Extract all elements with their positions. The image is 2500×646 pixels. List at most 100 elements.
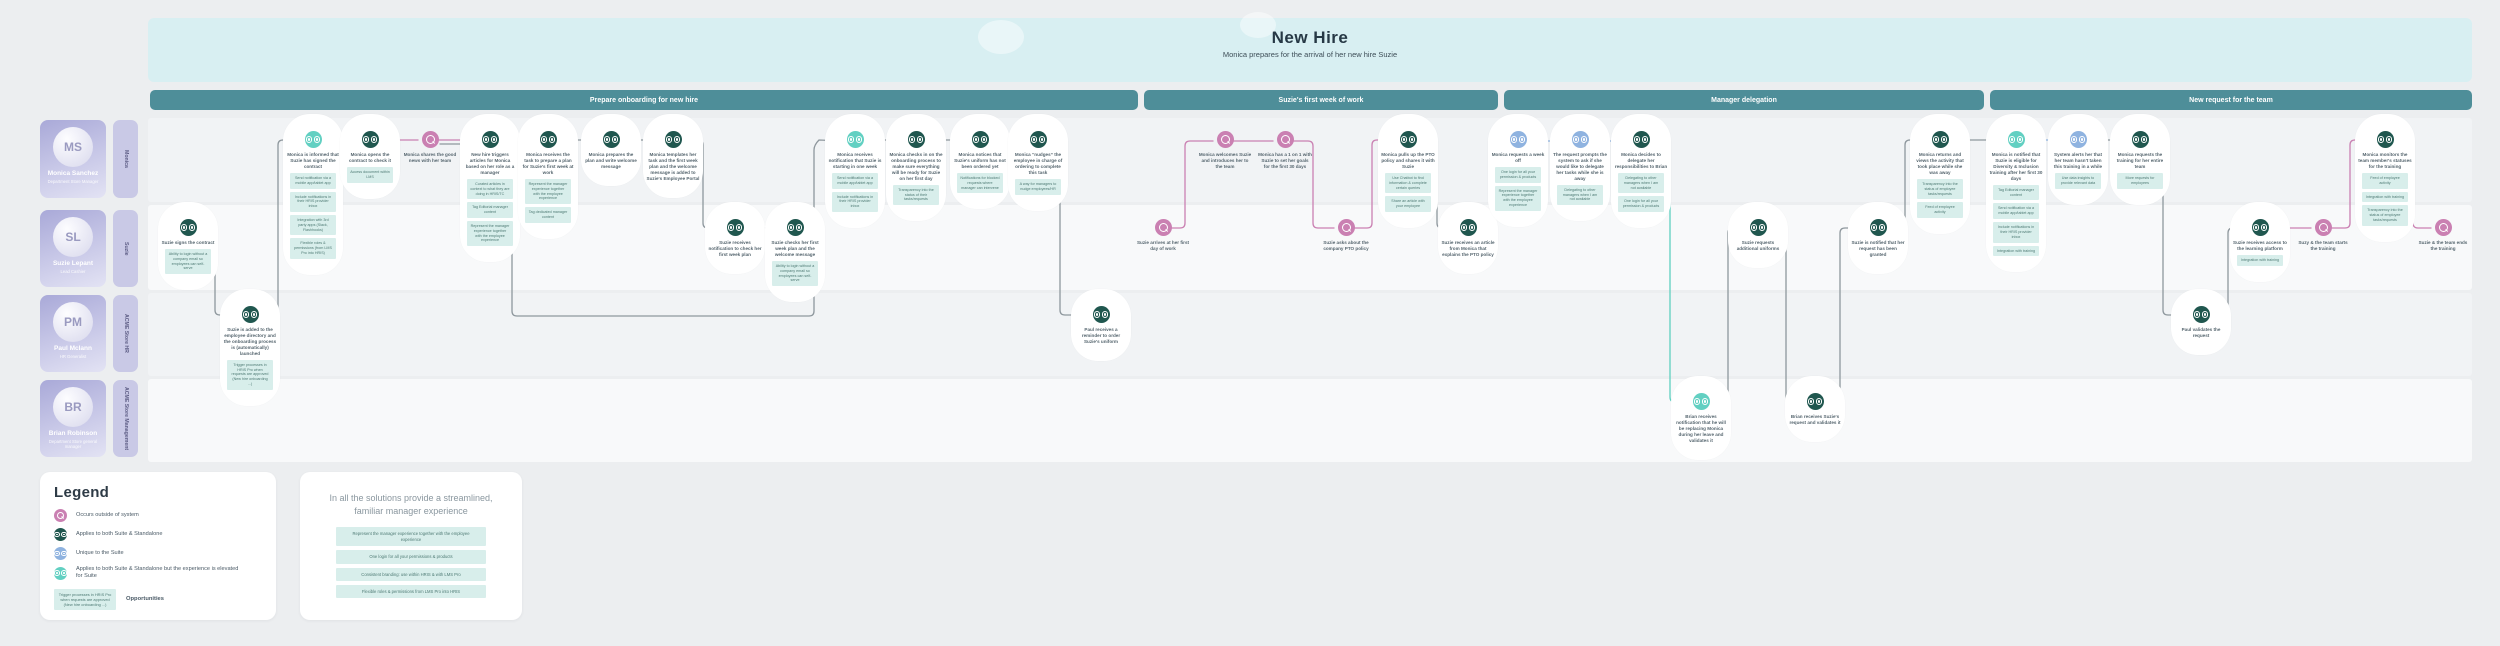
- node-marker[interactable]: [481, 131, 499, 148]
- node-marker[interactable]: [361, 131, 379, 148]
- opportunity-note[interactable]: Send notification via a mobile app/table…: [290, 172, 336, 189]
- opportunity-note[interactable]: Access document within LMS: [347, 166, 393, 183]
- journey-node-monica-task[interactable]: Monica receives the task to prepare a pl…: [518, 114, 578, 239]
- journey-node-monica-informed[interactable]: Monica is informed that Suzie has signed…: [283, 114, 343, 275]
- node-marker[interactable]: [1337, 219, 1355, 236]
- opportunity-note[interactable]: Use Chatbot to find information & comple…: [1385, 172, 1431, 194]
- journey-node-newhire-articles[interactable]: New hire triggers articles for Monica ba…: [460, 114, 520, 263]
- opportunity-note[interactable]: Tag Editorial manager content: [1993, 184, 2039, 201]
- node-marker[interactable]: [1749, 219, 1767, 236]
- node-marker[interactable]: [1632, 131, 1650, 148]
- journey-node-suzie-granted[interactable]: Suzie is notified that her request has b…: [1848, 202, 1908, 274]
- journey-node-monica-returns[interactable]: Monica returns and views the activity th…: [1910, 114, 1970, 234]
- opportunity-note[interactable]: Tag Editorial manager content: [467, 202, 513, 218]
- node-marker[interactable]: [726, 219, 744, 236]
- opportunity-note[interactable]: Notifications for blocked requests where…: [957, 172, 1003, 194]
- opportunity-note[interactable]: Feed of employee activity: [2362, 172, 2408, 189]
- opportunity-note[interactable]: Delegating to other managers when I am n…: [1557, 184, 1603, 206]
- node-marker[interactable]: [1571, 131, 1589, 148]
- opportunity-note[interactable]: Share an article with your employee: [1385, 196, 1431, 212]
- node-marker[interactable]: [1216, 131, 1234, 148]
- opportunity-note[interactable]: Integration with training: [2362, 191, 2408, 203]
- node-marker[interactable]: [2314, 219, 2332, 236]
- opportunity-note[interactable]: Transparency into the status of employee…: [2362, 205, 2408, 226]
- journey-node-team-starts[interactable]: Suzy & the team starts the training: [2293, 202, 2353, 252]
- insight-note[interactable]: Represent the manager experience togethe…: [336, 527, 486, 547]
- lane-label-pill[interactable]: Suzie: [113, 210, 138, 287]
- opportunity-note[interactable]: Send notification via a mobile app/table…: [1993, 203, 2039, 220]
- opportunity-note[interactable]: Ability to login without a company email…: [165, 248, 211, 275]
- node-marker[interactable]: [664, 131, 682, 148]
- phase-header[interactable]: Prepare onboarding for new hire: [150, 90, 1138, 110]
- journey-node-team-ends[interactable]: Suzie & the team ends the training: [2413, 202, 2473, 252]
- node-marker[interactable]: [1806, 393, 1824, 410]
- opportunity-note[interactable]: Curated articles in context to what they…: [467, 178, 513, 200]
- node-marker[interactable]: [2376, 131, 2394, 148]
- node-marker[interactable]: [971, 131, 989, 148]
- phase-header[interactable]: New request for the team: [1990, 90, 2472, 110]
- node-marker[interactable]: [907, 131, 925, 148]
- node-marker[interactable]: [1509, 131, 1527, 148]
- lane-label-pill[interactable]: ACME Store Management: [113, 380, 138, 457]
- node-marker[interactable]: [2192, 306, 2210, 323]
- opportunity-note[interactable]: Represent the manager experience togethe…: [467, 220, 513, 247]
- opportunity-note[interactable]: Ability to login without a company email…: [772, 260, 818, 287]
- opportunity-note[interactable]: Integration with training: [2237, 254, 2283, 266]
- opportunity-note[interactable]: One login for all your permission & prod…: [1618, 196, 1664, 212]
- node-marker[interactable]: [304, 131, 322, 148]
- journey-node-monica-di[interactable]: Monica is notified that Suzie is eligibl…: [1986, 114, 2046, 273]
- journey-node-brian-validates[interactable]: Brian receives Suzie's request and valid…: [1785, 376, 1845, 442]
- node-marker[interactable]: [179, 219, 197, 236]
- lane-label-pill[interactable]: Monica: [113, 120, 138, 198]
- journey-node-monica-nudges[interactable]: Monica “nudges” the employee in charge o…: [1008, 114, 1068, 211]
- node-marker[interactable]: [602, 131, 620, 148]
- insight-note[interactable]: Consistent branding: use within HRIS & w…: [336, 567, 486, 581]
- journey-node-system-alerts[interactable]: System alerts her that her team hasn't t…: [2048, 114, 2108, 205]
- node-marker[interactable]: [2251, 219, 2269, 236]
- opportunity-note[interactable]: Integration with 3rd party apps (Slack, …: [290, 214, 336, 236]
- opportunity-note[interactable]: Represent the manager experience togethe…: [525, 178, 571, 205]
- journey-node-monica-welcomes[interactable]: Monica welcomes Suzie and introduces her…: [1195, 114, 1255, 170]
- opportunity-note[interactable]: Integration with training: [1993, 245, 2039, 257]
- journey-node-suzie-access[interactable]: Suzie receives access to the learning pl…: [2230, 202, 2290, 282]
- node-marker[interactable]: [241, 306, 259, 323]
- node-marker[interactable]: [2131, 131, 2149, 148]
- journey-node-monica-notices[interactable]: Monica notices that Suzie's uniform has …: [950, 114, 1010, 210]
- node-marker[interactable]: [786, 219, 804, 236]
- journey-node-monica-pto[interactable]: Monica pulls up the PTO policy and share…: [1378, 114, 1438, 228]
- journey-node-monica-notif-week[interactable]: Monica receives notification that Suzie …: [825, 114, 885, 228]
- node-marker[interactable]: [2069, 131, 2087, 148]
- opportunity-note[interactable]: Flexible roles & permissions (from LMS P…: [290, 238, 336, 259]
- opportunity-note[interactable]: Include notifications in their HRIS prov…: [290, 191, 336, 212]
- opportunity-note[interactable]: A way for managers to nudge employees/HR: [1015, 178, 1061, 195]
- journey-node-suzie-uniforms[interactable]: Suzie requests additional uniforms: [1728, 202, 1788, 268]
- journey-node-monica-monitors[interactable]: Monica monitors the team member's status…: [2355, 114, 2415, 242]
- journey-node-suzie-notif-plan[interactable]: Suzie receives notification to check her…: [705, 202, 765, 274]
- opportunity-note[interactable]: Feed of employee activity: [1917, 202, 1963, 218]
- journey-node-brian-replace[interactable]: Brian receives notification that he will…: [1671, 376, 1731, 460]
- node-marker[interactable]: [1276, 131, 1294, 148]
- journey-node-suzie-checks-plan[interactable]: Suzie checks her first week plan and the…: [765, 202, 825, 303]
- journey-node-monica-templates[interactable]: Monica templates her task and the first …: [643, 114, 703, 198]
- opportunity-note[interactable]: Represent the manager experience togethe…: [1495, 185, 1541, 211]
- journey-node-monica-1on1[interactable]: Monica has a 1 on 1 with Suzie to set he…: [1255, 114, 1315, 170]
- node-marker[interactable]: [1459, 219, 1477, 236]
- node-marker[interactable]: [2434, 219, 2452, 236]
- node-marker[interactable]: [1029, 131, 1047, 148]
- opportunity-note[interactable]: Include notifications in their HRIS prov…: [832, 191, 878, 212]
- journey-node-monica-delegates[interactable]: Monica decides to delegate her responsib…: [1611, 114, 1671, 228]
- node-marker[interactable]: [1154, 219, 1172, 236]
- journey-node-monica-plan[interactable]: Monica prepares the plan and write welco…: [581, 114, 641, 186]
- node-marker[interactable]: [1092, 306, 1110, 323]
- journey-node-suzie-pto[interactable]: Suzie asks about the company PTO policy: [1316, 202, 1376, 252]
- phase-header[interactable]: Suzie's first week of work: [1144, 90, 1498, 110]
- opportunity-note[interactable]: One login for all your permission & prod…: [1495, 166, 1541, 183]
- journey-node-paul-reminder[interactable]: Paul receives a reminder to order Suzie'…: [1071, 289, 1131, 361]
- journey-node-paul-validates[interactable]: Paul validates the request: [2171, 289, 2231, 355]
- journey-node-monica-training[interactable]: Monica requests the training for her ent…: [2110, 114, 2170, 205]
